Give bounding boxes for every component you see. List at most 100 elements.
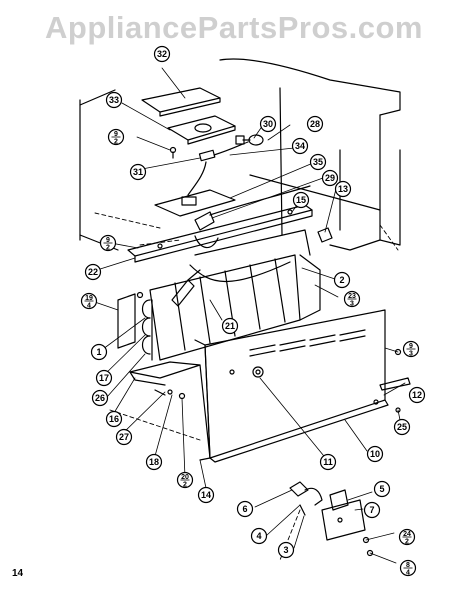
screw-top	[169, 146, 177, 159]
evaporator-coil	[149, 229, 321, 361]
callout-15: 15	[292, 191, 310, 209]
callout-31: 31	[129, 163, 147, 181]
callout-circle	[373, 480, 391, 498]
side-bracket	[117, 291, 144, 349]
callout-number: 8	[406, 562, 410, 569]
callout-quantity: 2	[106, 245, 110, 252]
callout-22: 22	[84, 263, 102, 281]
callout-number: 33	[109, 95, 119, 105]
callout-number: 4	[256, 531, 261, 541]
callout-4: 4	[250, 527, 268, 545]
callout-23-3: 233	[343, 290, 361, 308]
callout-number: 27	[119, 432, 129, 442]
callout-9-2: 92	[99, 234, 117, 252]
callout-1: 1	[90, 343, 108, 361]
callout-circle	[90, 343, 108, 361]
callout-quantity: 2	[183, 482, 187, 489]
callout-quantity: 4	[406, 570, 410, 577]
callout-number: 1	[96, 347, 101, 357]
callout-32: 32	[153, 45, 171, 63]
callout-13: 13	[334, 180, 352, 198]
callout-14: 14	[197, 486, 215, 504]
callout-circle	[129, 163, 147, 181]
callout-number: 9	[409, 343, 413, 350]
callout-8-4: 84	[399, 559, 417, 577]
callout-circle	[84, 263, 102, 281]
callout-number: 24	[403, 531, 411, 538]
callout-number: 10	[370, 449, 380, 459]
callout-18: 18	[145, 453, 163, 471]
drip-tray	[129, 361, 211, 459]
light-bulb	[235, 134, 264, 146]
front-panel	[194, 309, 389, 463]
callout-7: 7	[363, 501, 381, 519]
callout-number: 20	[181, 474, 189, 481]
callout-circle	[95, 369, 113, 387]
callout-number: 25	[397, 422, 407, 432]
callout-circle	[250, 527, 268, 545]
callout-circle	[259, 115, 277, 133]
callout-number: 21	[225, 321, 235, 331]
callout-number: 34	[295, 141, 305, 151]
callout-26: 26	[91, 389, 109, 407]
callout-21: 21	[221, 317, 239, 335]
callout-number: 7	[369, 505, 374, 515]
watermark: AppliancePartsPros.com	[45, 10, 423, 45]
callout-circle	[321, 169, 339, 187]
callout-quantity: 3	[350, 301, 354, 308]
callout-circle	[221, 317, 239, 335]
callout-circle	[91, 389, 109, 407]
callout-circle	[366, 445, 384, 463]
callout-35: 35	[309, 153, 327, 171]
callout-5: 5	[373, 480, 391, 498]
evaporator-top-rail	[127, 204, 313, 263]
callout-11: 11	[319, 453, 337, 471]
callout-circle	[393, 418, 411, 436]
callout-circle	[153, 45, 171, 63]
defrost-timer-assembly	[289, 481, 374, 557]
callout-circle	[291, 137, 309, 155]
callout-34: 34	[291, 137, 309, 155]
callout-circle	[334, 180, 352, 198]
callout-circle	[363, 501, 381, 519]
callout-quantity: 2	[114, 139, 118, 146]
callout-circle	[105, 91, 123, 109]
callout-number: 26	[95, 393, 105, 403]
callout-6: 6	[236, 500, 254, 518]
callout-number: 31	[133, 167, 143, 177]
callout-24-2: 242	[398, 528, 416, 546]
callout-circle	[105, 410, 123, 428]
callout-quantity: 2	[405, 539, 409, 546]
callout-number: 28	[310, 119, 320, 129]
callout-quantity: 4	[87, 303, 91, 310]
callout-number: 35	[313, 157, 323, 167]
callout-28: 28	[306, 115, 324, 133]
light-bracket	[167, 115, 236, 145]
callout-2: 2	[333, 271, 351, 289]
callout-9-2: 92	[107, 128, 125, 146]
callout-circle	[309, 153, 327, 171]
callout-number: 18	[149, 457, 159, 467]
callout-29: 29	[321, 169, 339, 187]
drier	[171, 269, 201, 307]
callout-25: 25	[393, 418, 411, 436]
page-number: 14	[12, 568, 24, 579]
callout-circle	[306, 115, 324, 133]
callout-17: 17	[95, 369, 113, 387]
callout-number: 23	[348, 293, 356, 300]
callout-number: 29	[325, 173, 335, 183]
callout-number: 32	[157, 49, 167, 59]
callout-3: 3	[277, 541, 295, 559]
callout-number: 5	[379, 484, 384, 494]
leader-lines	[88, 67, 406, 564]
coil-tubes	[141, 299, 153, 361]
callout-20-2: 202	[176, 471, 194, 489]
callout-19-4: 194	[80, 292, 98, 310]
callout-33: 33	[105, 91, 123, 109]
thermostat	[194, 185, 311, 231]
bracket	[317, 227, 333, 243]
light-wire	[187, 141, 249, 196]
callout-number: 9	[106, 237, 110, 244]
callout-circle	[197, 486, 215, 504]
